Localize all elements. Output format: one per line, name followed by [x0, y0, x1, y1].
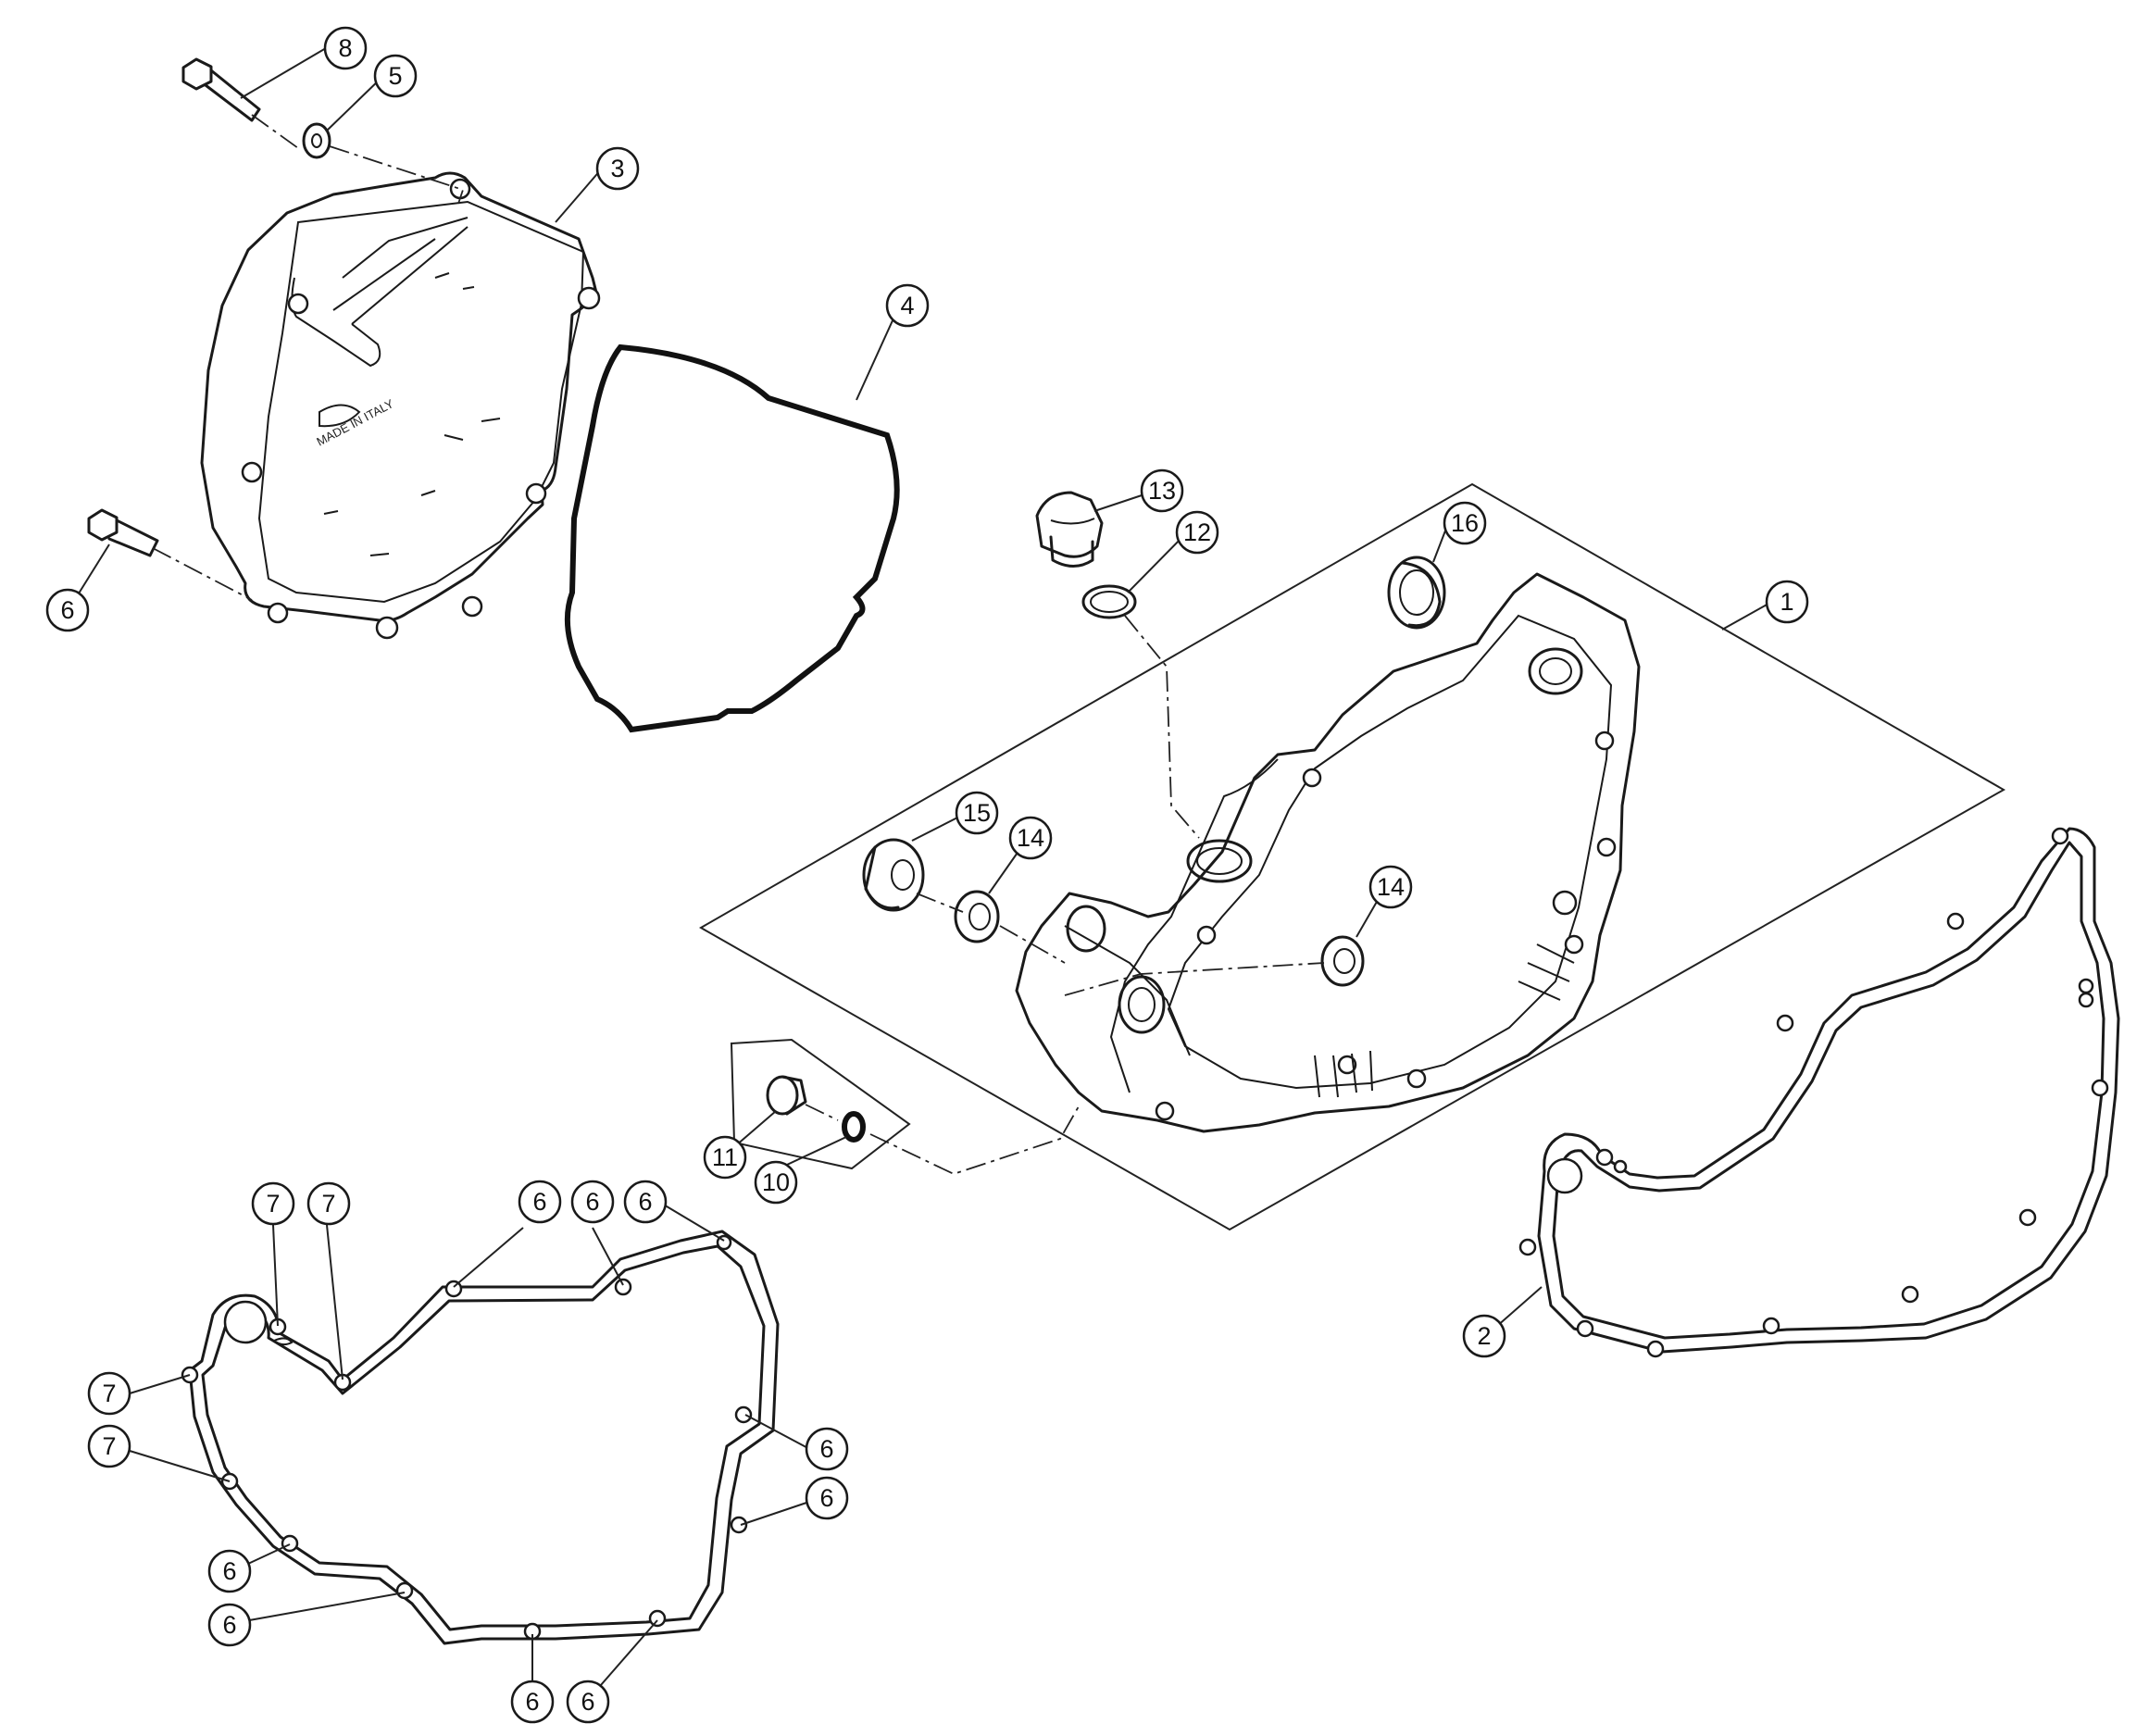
svg-text:2: 2	[1477, 1322, 1491, 1350]
svg-text:13: 13	[1148, 477, 1176, 505]
svg-text:5: 5	[388, 62, 402, 90]
subassembly-frame-10-11	[730, 1038, 911, 1170]
bearing-part-14-left	[954, 890, 1000, 943]
oring-part-4	[564, 343, 900, 733]
svg-text:6: 6	[819, 1484, 833, 1512]
oil-cap-part-13	[1035, 491, 1104, 568]
callout-14-left: 14	[1008, 816, 1053, 860]
callout-16: 16	[1443, 501, 1487, 545]
callout-14-right: 14	[1368, 865, 1413, 909]
svg-text:14: 14	[1377, 873, 1405, 901]
callout-6-top-left: 6	[45, 588, 90, 632]
callout-6-bottom-b: 6	[566, 1680, 610, 1724]
callout-7-left-b: 7	[87, 1424, 131, 1468]
callout-6-bottom-a: 6	[510, 1680, 555, 1724]
callout-8: 8	[323, 26, 368, 70]
svg-text:4: 4	[900, 292, 914, 319]
crankcase-cover-part-1	[1015, 572, 1641, 1133]
seal-part-15	[862, 838, 925, 912]
svg-text:7: 7	[102, 1380, 116, 1407]
assembly-frame-part-1	[698, 482, 2006, 1231]
oring-part-12	[1081, 584, 1137, 619]
callout-11: 11	[703, 1135, 747, 1180]
svg-text:12: 12	[1183, 518, 1211, 546]
svg-text:16: 16	[1451, 509, 1479, 537]
callout-4: 4	[885, 283, 930, 328]
callout-6-top-b: 6	[570, 1180, 615, 1224]
svg-text:6: 6	[222, 1611, 236, 1639]
callout-3: 3	[595, 146, 640, 191]
svg-text:6: 6	[819, 1435, 833, 1463]
gasket-lower-left	[181, 1230, 780, 1645]
clutch-cover-part-3: MADE IN ITALY	[200, 171, 601, 640]
callout-7-left-a: 7	[87, 1371, 131, 1416]
svg-text:6: 6	[581, 1688, 594, 1716]
leader-lines	[69, 47, 1769, 1701]
svg-text:8: 8	[338, 34, 352, 62]
svg-text:11: 11	[712, 1143, 738, 1171]
svg-text:6: 6	[585, 1188, 599, 1216]
callout-7-top-b: 7	[306, 1181, 351, 1226]
svg-text:6: 6	[222, 1557, 236, 1585]
seal-part-16	[1387, 556, 1446, 630]
callout-13: 13	[1140, 468, 1184, 513]
svg-text:7: 7	[102, 1432, 116, 1460]
svg-text:6: 6	[60, 596, 74, 624]
callout-1: 1	[1765, 580, 1809, 624]
svg-text:3: 3	[610, 155, 624, 182]
callout-6-left-a: 6	[207, 1549, 252, 1593]
cover-imprint-text: MADE IN ITALY	[314, 396, 396, 449]
washer-part-5	[302, 122, 331, 159]
callout-7-top-a: 7	[251, 1181, 295, 1226]
callout-2: 2	[1462, 1314, 1506, 1358]
callout-6-left-b: 6	[207, 1603, 252, 1647]
callout-6-top-a: 6	[518, 1180, 562, 1224]
svg-text:1: 1	[1780, 588, 1793, 616]
callout-5: 5	[373, 54, 418, 98]
svg-text:14: 14	[1017, 824, 1044, 852]
gasket-part-2	[1518, 827, 2120, 1358]
callout-6-right-a: 6	[805, 1427, 849, 1471]
callout-10: 10	[754, 1160, 798, 1205]
callout-15: 15	[955, 791, 999, 835]
callout-6-top-c: 6	[623, 1180, 668, 1224]
svg-text:6: 6	[532, 1188, 546, 1216]
bolt-part-6-left	[87, 508, 159, 557]
oring-part-10	[842, 1111, 866, 1143]
callout-6-right-b: 6	[805, 1476, 849, 1520]
svg-text:7: 7	[321, 1190, 335, 1218]
bearing-part-14-right	[1320, 935, 1365, 987]
bolt-part-8	[181, 57, 261, 122]
svg-text:6: 6	[525, 1688, 539, 1716]
svg-text:15: 15	[963, 799, 991, 827]
plug-part-11	[766, 1075, 807, 1116]
svg-text:7: 7	[266, 1190, 280, 1218]
callout-12: 12	[1175, 510, 1219, 555]
svg-text:10: 10	[762, 1168, 790, 1196]
svg-text:6: 6	[638, 1188, 652, 1216]
